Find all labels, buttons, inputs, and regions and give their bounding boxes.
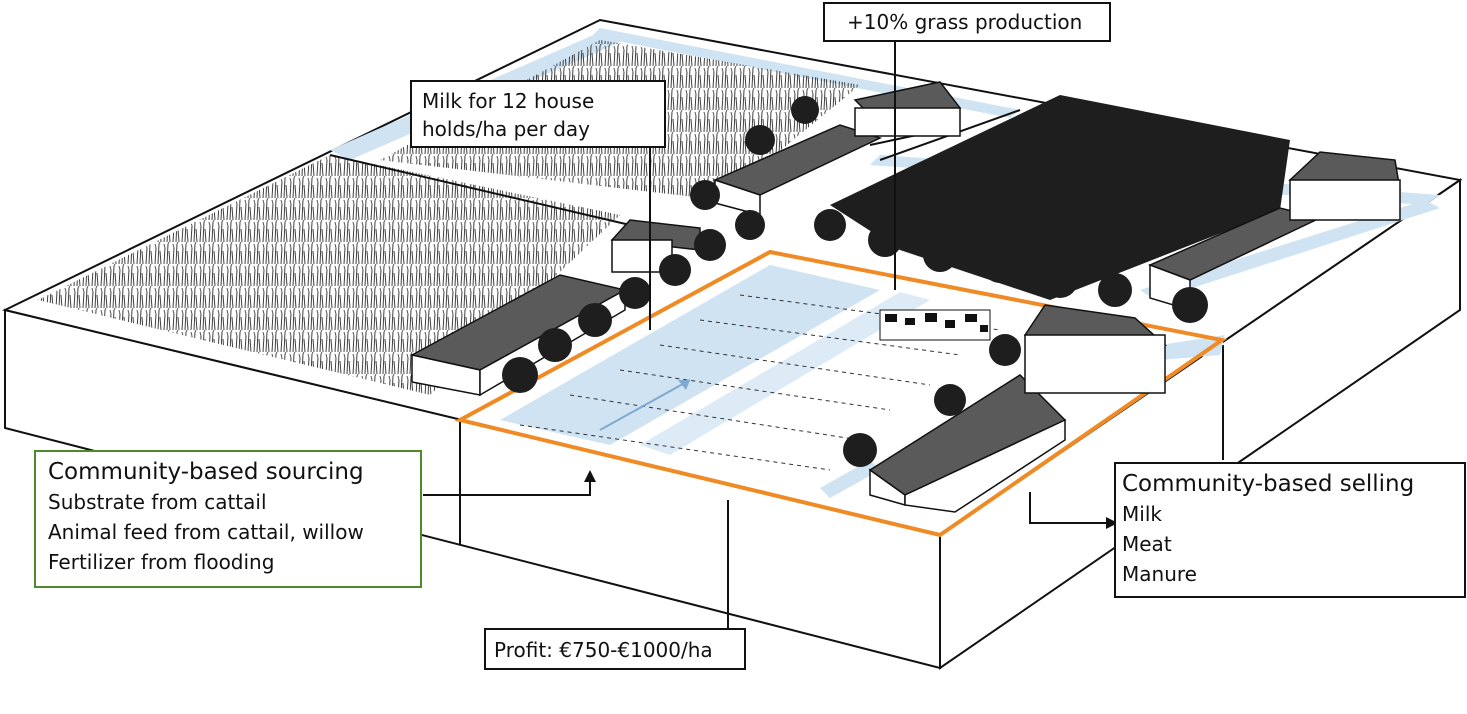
milk-supply-label: Milk for 12 house holds/ha per day (410, 80, 666, 148)
farmhouse-front (1023, 304, 1168, 394)
farmhouse-back (853, 81, 962, 137)
sourcing-title: Community-based sourcing (48, 459, 364, 485)
selling-item: Meat (1122, 532, 1172, 556)
sourcing-label: Community-based sourcing Substrate from … (34, 450, 422, 588)
profit-label: Profit: €750-€1000/ha (484, 628, 746, 670)
farm-boundary (454, 249, 1228, 538)
selling-item: Manure (1122, 562, 1197, 586)
tree-rows (502, 96, 1208, 467)
sourcing-item: Fertilizer from flooding (48, 550, 275, 574)
grass-production-text: +10% grass production (847, 10, 1083, 34)
selling-item: Milk (1122, 502, 1162, 526)
arrowheads (584, 470, 1118, 529)
milk-supply-line-2: holds/ha per day (422, 117, 590, 141)
selling-label: Community-based selling Milk Meat Manure (1114, 462, 1466, 598)
milk-supply-line-1: Milk for 12 house (422, 89, 595, 113)
sourcing-item: Substrate from cattail (48, 490, 267, 514)
barn-front (868, 374, 1067, 513)
connector-lines (423, 38, 1110, 630)
farmhouse-right (1288, 151, 1401, 221)
grass-production-label: +10% grass production (823, 2, 1111, 42)
sourcing-item: Animal feed from cattail, willow (48, 520, 364, 544)
cow-herd (879, 309, 991, 341)
barn-back-center (712, 124, 883, 216)
profit-text: Profit: €750-€1000/ha (494, 638, 713, 662)
selling-title: Community-based selling (1122, 471, 1415, 497)
